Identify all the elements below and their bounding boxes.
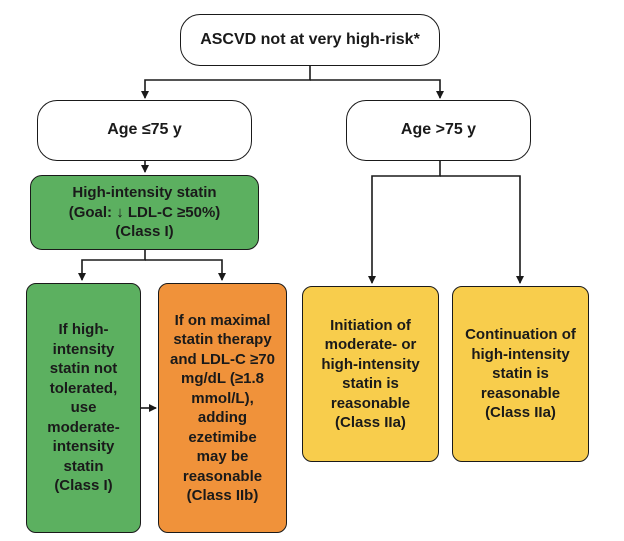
text-line: moderate- or (324, 336, 417, 353)
text-line: mmol/L), (191, 389, 254, 407)
text-line: adding (197, 409, 248, 426)
text-line: Age >75 y (400, 121, 477, 139)
text-line: intensity (52, 438, 115, 456)
text-line: reasonable (480, 384, 561, 402)
root-box: ASCVD not at very high-risk* (180, 14, 440, 66)
text-line: statin is (342, 375, 399, 392)
text-line: statin therapy (173, 331, 272, 348)
text-line: (Class I) (54, 477, 113, 495)
text-line: (Class IIa) (335, 414, 406, 431)
high-intensity-statin-text: High-intensity statin(Goal: ↓ LDL-C ≥50%… (69, 183, 221, 242)
text-line: Age ≤75 y (107, 121, 182, 139)
text-line: use (70, 399, 97, 417)
initiation-text: Initiation of moderate- or high-intensity s… (321, 316, 419, 433)
root-text: ASCVD not at very high-risk* (200, 30, 420, 51)
connector-root-right (310, 79, 444, 99)
text-line: (Class I) (115, 223, 174, 241)
ezetimibe-text: If on maximal statin therapy and LDL-C ≥70… (170, 311, 275, 506)
text-line: may be (196, 448, 249, 465)
text-line: ASCVD not at very high-risk* (200, 30, 420, 48)
connector-age-gt75-split (368, 160, 441, 284)
text-line: moderate- (47, 418, 120, 436)
text-line: statin is (492, 365, 549, 383)
text-line: intensity (52, 340, 115, 358)
high-intensity-statin-box: High-intensity statin(Goal: ↓ LDL-C ≥50%… (30, 175, 259, 250)
age-gt75-text: Age >75 y (401, 120, 476, 141)
connector-age-gt75-right (440, 175, 524, 284)
text-line: statin not (49, 360, 118, 378)
text-line: mg/dL (≥1.8 (181, 370, 264, 387)
text-line: Initiation of (330, 316, 411, 334)
text-line: (Class IIa) (485, 404, 556, 422)
text-line: reasonable (182, 467, 263, 485)
age-gt75-box: Age >75 y (346, 100, 531, 161)
initiation-box: Initiation of moderate- or high-intensity s… (302, 286, 439, 462)
connector-high-intensity-split (78, 250, 146, 281)
text-line: tolerated, (49, 379, 118, 397)
age-le75-box: Age ≤75 y (37, 100, 252, 161)
text-line: High-intensity statin (72, 184, 217, 202)
text-line: high-intensity (471, 345, 570, 363)
text-line: reasonable (330, 394, 411, 412)
text-line: (Goal: ↓ LDL-C ≥50%) (68, 203, 221, 221)
text-line: and LDL-C ≥70 (170, 350, 275, 368)
text-line: Continuation of (465, 326, 576, 344)
text-line: If on maximal (174, 311, 271, 329)
age-le75-text: Age ≤75 y (107, 120, 182, 141)
connector-high-intensity-right (145, 259, 226, 281)
text-line: (Class IIb) (186, 487, 259, 504)
connector-root-split (141, 65, 311, 99)
text-line: If high- (58, 321, 109, 339)
text-line: statin (63, 457, 104, 475)
text-line: ezetimibe (188, 428, 257, 446)
ezetimibe-box: If on maximal statin therapy and LDL-C ≥70… (158, 283, 287, 533)
text-line: high-intensity (321, 355, 420, 373)
